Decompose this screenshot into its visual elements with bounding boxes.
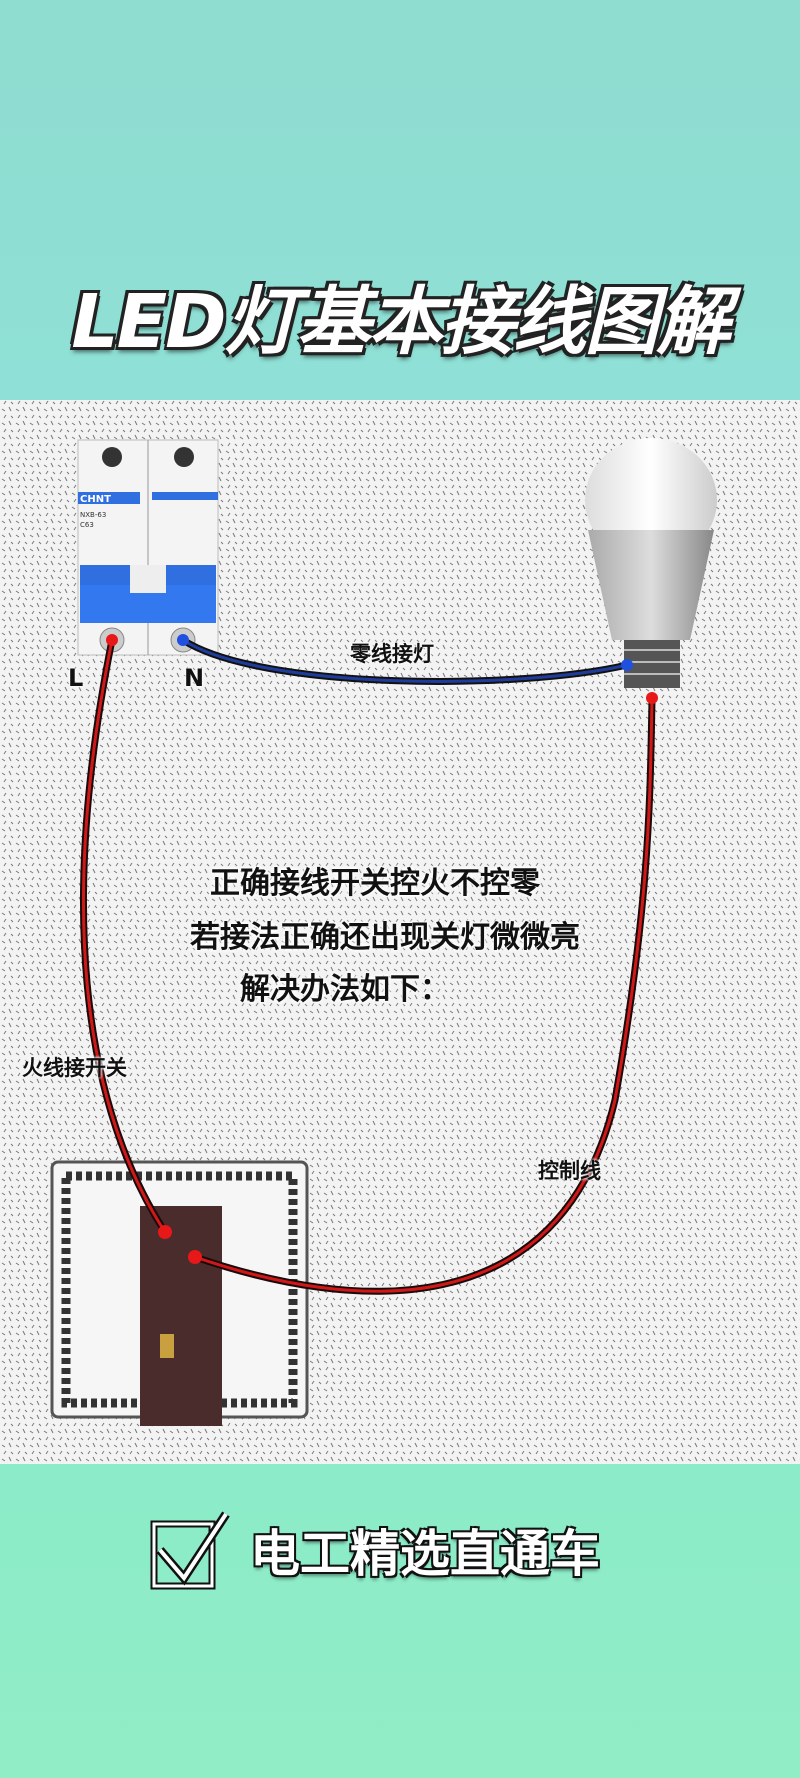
led-bulb (585, 438, 717, 688)
note-line-1: 正确接线开关控火不控零 (210, 866, 540, 901)
screw-icon (102, 447, 122, 467)
circuit-breaker: CHNT NXB-63 C63 (77, 439, 219, 656)
screw-icon (174, 447, 194, 467)
breaker-rating: C63 (80, 521, 94, 529)
footer-brand: 电工精选直通车 (150, 1508, 600, 1592)
checkbox-check-icon (150, 1511, 230, 1590)
breaker-model: NXB-63 (80, 511, 106, 519)
page-title: LED灯基本接线图解 (71, 279, 730, 365)
neutral-wire-label: 零线接灯 (350, 642, 434, 666)
note-line-2: 若接法正确还出现关灯微微亮 (190, 920, 580, 955)
live-wire-label: 火线接开关 (22, 1056, 127, 1080)
header-band (0, 0, 800, 400)
wall-switch (50, 1160, 309, 1426)
control-wire-label: 控制线 (538, 1159, 601, 1183)
note-line-3: 解决办法如下： (240, 972, 450, 1007)
terminal-label-l: L (68, 664, 84, 692)
breaker-brand: CHNT (80, 494, 111, 505)
brand-name: 电工精选直通车 (250, 1525, 600, 1583)
terminal-label-n: N (184, 664, 205, 692)
footer-band (0, 1464, 800, 1778)
